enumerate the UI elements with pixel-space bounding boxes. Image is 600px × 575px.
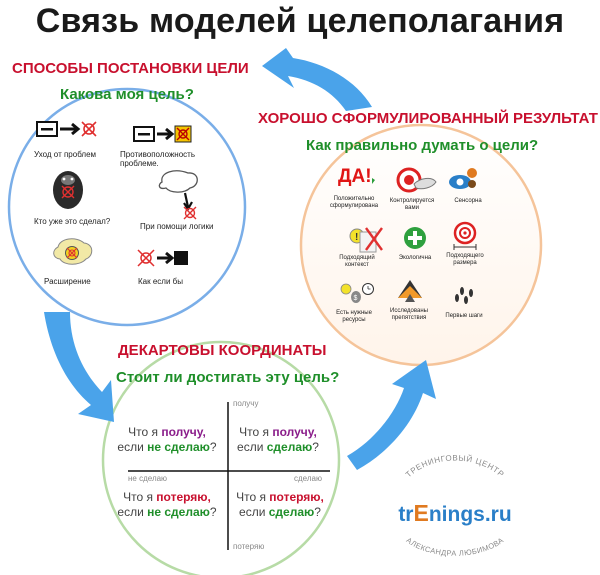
- result-resources-label: Есть нужные ресурсы: [336, 310, 372, 323]
- method-as-if-label: Как если бы: [138, 277, 183, 286]
- methods-circle: [7, 87, 247, 327]
- arrow-cartesian-to-result: [347, 360, 436, 470]
- result-first-steps-label: Первые шаги: [445, 313, 483, 319]
- opposite-of-problem-icon: [133, 125, 192, 143]
- method-logic-label: При помощи логики: [140, 222, 214, 231]
- result-control-label: Контролируется вами: [389, 198, 435, 211]
- quadrant-top-left: Что я получу, если не сделаю?: [117, 425, 217, 454]
- ecology-icon: [404, 227, 426, 249]
- result-context-label: Подходящий контекст: [339, 255, 375, 268]
- obstacles-icon: [398, 280, 422, 302]
- svg-text:$: $: [354, 295, 358, 302]
- cartesian-circle: [101, 340, 341, 575]
- sensory-icon: [449, 168, 477, 189]
- axis-left-label: не сделаю: [128, 474, 168, 483]
- axis-right-label: сделаю: [294, 474, 322, 483]
- result-question: Как правильно думать о цели?: [306, 137, 539, 154]
- away-from-problem-icon: [36, 121, 97, 137]
- method-expansion-label: Расширение: [44, 277, 91, 286]
- methods-heading: СПОСОБЫ ПОСТАНОВКИ ЦЕЛИ: [12, 60, 249, 77]
- page-title: Связь моделей целеполагания: [35, 2, 565, 40]
- checkmark-icon: [372, 178, 375, 184]
- svg-text:АЛЕКСАНДРА ЛЮБИМОВА: АЛЕКСАНДРА ЛЮБИМОВА: [405, 536, 506, 558]
- resources-icon: $: [340, 283, 374, 303]
- method-model-label: Кто уже это сделал?: [34, 217, 111, 226]
- quadrant-top-right: Что я получу, если сделаю?: [237, 425, 319, 454]
- logic-icon: [158, 170, 198, 220]
- as-if-icon: [137, 249, 188, 267]
- result-size-label: Подходящего размера: [446, 253, 484, 266]
- method-opposite-label: Противоположность проблеме.: [120, 150, 195, 168]
- logo-top-text: ТРЕНИНГОВЫЙ ЦЕНТР: [404, 454, 505, 480]
- expansion-icon: [53, 238, 93, 265]
- quadrant-bottom-right: Что я потеряю, если сделаю?: [236, 490, 324, 519]
- result-sensory-label: Сенсорна: [454, 198, 482, 204]
- result-ecology-label: Экологична: [398, 255, 432, 261]
- cartesian-heading: ДЕКАРТОВЫ КООРДИНАТЫ: [118, 342, 327, 359]
- yes-badge: ДА!: [338, 166, 372, 187]
- methods-question: Какова моя цель?: [60, 86, 194, 103]
- method-away-label: Уход от проблем: [34, 150, 97, 159]
- svg-text:!: !: [355, 232, 358, 243]
- result-positive-label: Положительно сформулирована: [329, 196, 379, 209]
- first-steps-icon: [455, 287, 473, 304]
- arrow-methods-to-cartesian: [44, 312, 114, 422]
- role-model-icon: [53, 171, 83, 209]
- quadrant-bottom-left: Что я потеряю, если не сделаю?: [117, 490, 217, 519]
- size-icon: [453, 221, 477, 250]
- result-heading: ХОРОШО СФОРМУЛИРОВАННЫЙ РЕЗУЛЬТАТ: [258, 110, 598, 127]
- control-icon: [396, 167, 437, 193]
- axis-bottom-label: потеряю: [233, 542, 265, 551]
- logo-bottom-text: АЛЕКСАНДРА ЛЮБИМОВА: [405, 536, 505, 558]
- arrow-result-to-methods: [262, 48, 372, 111]
- logo-brand: trEnings.ru: [398, 500, 512, 526]
- svg-text:ТРЕНИНГОВЫЙ ЦЕНТР: ТРЕНИНГОВЫЙ ЦЕНТР: [404, 454, 506, 480]
- cartesian-question: Стоит ли достигать эту цель?: [116, 369, 340, 386]
- axis-top-label: получу: [233, 399, 259, 408]
- context-icon: !: [349, 227, 383, 253]
- result-obstacles-label: Исследованы препятствия: [390, 308, 428, 321]
